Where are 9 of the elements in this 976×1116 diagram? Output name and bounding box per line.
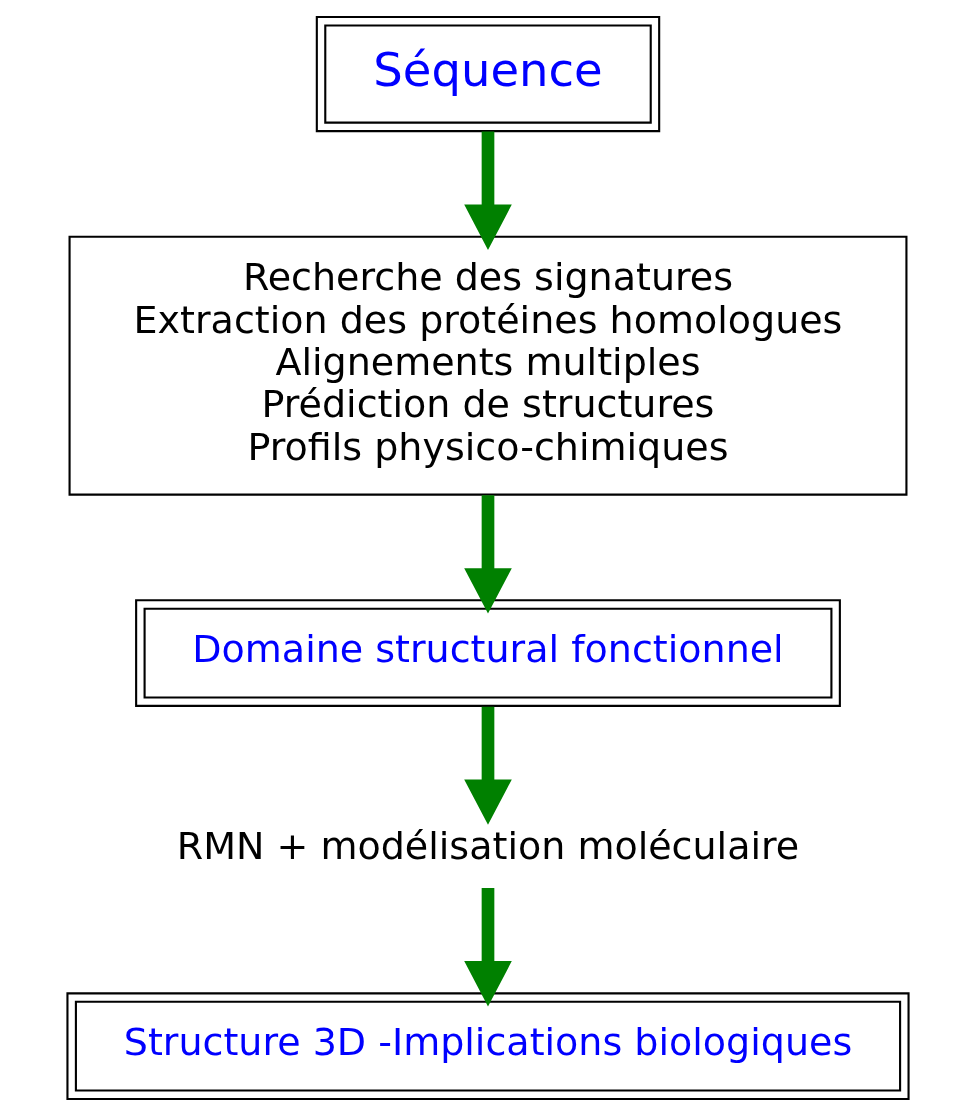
arrow bbox=[464, 706, 512, 825]
node-box: Recherche des signatures Extraction des protéines homologues Alignements multiples Prédiction de structures Profils physico-chimiques bbox=[68, 235, 908, 496]
arrow bbox=[464, 887, 512, 1007]
node-box: Séquence bbox=[315, 15, 661, 133]
arrow bbox=[464, 131, 512, 250]
node-box: Domaine structural fonctionnel bbox=[135, 599, 841, 707]
arrow bbox=[464, 495, 512, 614]
node-box: Structure 3D -Implications biologiques bbox=[66, 992, 910, 1101]
node-text: RMN + modélisation moléculaire bbox=[176, 823, 800, 868]
